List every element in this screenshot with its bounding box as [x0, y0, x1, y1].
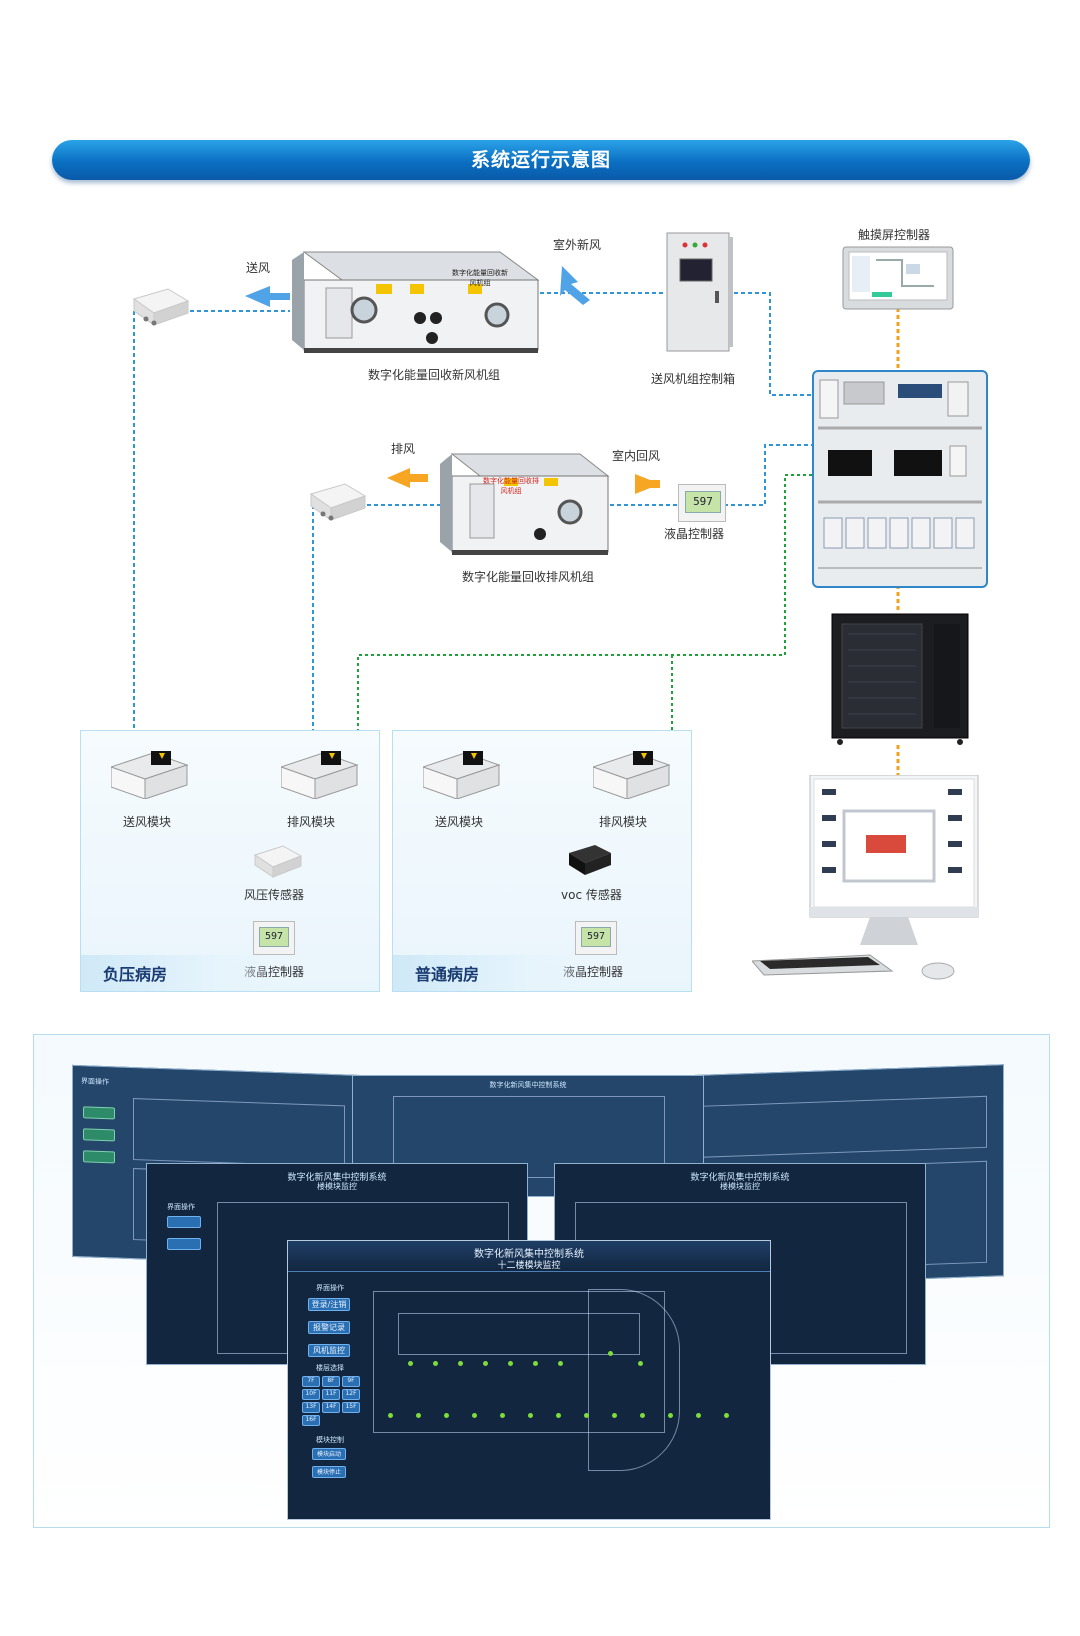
lcd-controller-device-1: 597 — [253, 921, 295, 955]
banner-title: 系统运行示意图 — [470, 149, 611, 171]
label-supply-module-2: 送风模块 — [435, 815, 484, 829]
front-menu-fan[interactable]: 风机监控 — [308, 1344, 350, 1357]
label-exhaust-module: 排风模块 — [287, 815, 336, 829]
floor-btn-2[interactable]: 8F — [322, 1376, 340, 1387]
front-menu-login[interactable]: 登录/注销 — [308, 1298, 350, 1311]
floor-btn-9[interactable]: 15F — [342, 1402, 360, 1413]
pressure-sensor-device-exhaust — [305, 480, 367, 524]
screens-showcase: 界面操作 数字化新风集中控制系统 数字化新风集中控制系统 楼模块监控 界面操作 … — [33, 1034, 1050, 1528]
module-stop-button[interactable]: 模块停止 — [312, 1466, 346, 1478]
title-banner: 系统运行示意图 — [52, 140, 1030, 180]
back-left-header: 界面操作 — [81, 1077, 109, 1087]
room-name-2: 普通病房 — [393, 955, 587, 991]
mid-left-subtitle: 楼模块监控 — [317, 1182, 357, 1191]
mid-right-title: 数字化新风集中控制系统 — [690, 1173, 790, 1183]
control-box-device — [665, 231, 734, 353]
lcd-top-display: 597 — [685, 491, 721, 513]
airflow-arrows — [245, 266, 660, 494]
module-start-button[interactable]: 模块启动 — [312, 1448, 346, 1460]
exhaust-module-device-2 — [591, 749, 673, 800]
floor-plan — [373, 1291, 665, 1433]
label-supply-module: 送风模块 — [123, 815, 172, 829]
label-exhaust-unit: 数字化能量回收排风机组 — [462, 570, 595, 584]
label-fresh-air-unit: 数字化能量回收新风机组 — [368, 368, 501, 382]
front-floor-header: 楼层选择 — [316, 1364, 344, 1372]
blue-lines — [133, 292, 812, 730]
fresh-unit-plate: 数字化能量回收新风机组 — [452, 269, 508, 287]
label-pressure-sensor: 风压传感器 — [244, 888, 305, 902]
exhaust-unit-device — [440, 448, 610, 563]
back-center-title: 数字化新风集中控制系统 — [489, 1081, 567, 1089]
lcd-display-2: 597 — [581, 927, 611, 947]
lcd-controller-device-top: 597 — [678, 484, 726, 522]
floor-btn-4[interactable]: 10F — [302, 1389, 320, 1400]
computer-device — [750, 774, 982, 1015]
label-touch-controller: 触摸屏控制器 — [858, 228, 931, 242]
floor-btn-1[interactable]: 7F — [302, 1376, 320, 1387]
floor-btn-7[interactable]: 13F — [302, 1402, 320, 1413]
pressure-sensor-device — [128, 285, 190, 329]
supply-module-device-2 — [421, 749, 503, 800]
front-title: 数字化新风集中控制系统 — [474, 1249, 584, 1260]
room-name-1: 负压病房 — [81, 955, 275, 991]
voc-sensor-device — [565, 841, 613, 879]
mid-left-title: 数字化新风集中控制系统 — [287, 1173, 387, 1183]
floor-btn-10[interactable]: 16F — [302, 1415, 320, 1426]
control-cabinet-device — [812, 370, 988, 588]
label-exhaust-air: 排风 — [391, 442, 416, 456]
floor-btn-5[interactable]: 11F — [322, 1389, 340, 1400]
front-menu-alarm[interactable]: 报警记录 — [308, 1321, 350, 1334]
touch-screen-device — [842, 246, 954, 310]
lcd-controller-device-2: 597 — [575, 921, 617, 955]
supply-module-device — [109, 749, 191, 800]
exhaust-module-device — [279, 749, 361, 800]
label-voc-sensor: voc 传感器 — [561, 888, 622, 902]
pressure-sensor-device-room — [251, 843, 303, 881]
mid-right-subtitle: 楼模块监控 — [720, 1182, 760, 1191]
front-menu-header: 界面操作 — [316, 1284, 344, 1292]
room-negative-pressure: 送风模块 排风模块 风压传感器 597 液晶控制器 负压病房 — [80, 730, 380, 992]
room-general: 送风模块 排风模块 voc 传感器 597 液晶控制器 普通病房 — [392, 730, 692, 992]
fresh-air-unit-device — [292, 240, 540, 355]
front-subtitle: 十二楼模块监控 — [497, 1261, 561, 1271]
server-rack-device — [830, 610, 970, 746]
lcd-display-1: 597 — [259, 927, 289, 947]
floor-btn-3[interactable]: 9F — [342, 1376, 360, 1387]
label-indoor-return-air: 室内回风 — [612, 449, 661, 463]
screen-front: 数字化新风集中控制系统 十二楼模块监控 界面操作 登录/注销 报警记录 风机监控… — [287, 1240, 771, 1520]
label-supply-control-box: 送风机组控制箱 — [651, 372, 736, 386]
label-supply-air: 送风 — [246, 261, 271, 275]
exhaust-unit-plate: 数字化能量回收排风机组 — [483, 477, 539, 495]
label-lcd-controller-top: 液晶控制器 — [664, 527, 725, 541]
label-outdoor-fresh-air: 室外新风 — [553, 238, 602, 252]
label-exhaust-module-2: 排风模块 — [599, 815, 648, 829]
front-module-header: 模块控制 — [316, 1436, 344, 1444]
floor-btn-8[interactable]: 14F — [322, 1402, 340, 1413]
floor-btn-6[interactable]: 12F — [342, 1389, 360, 1400]
mid-left-menu-header: 界面操作 — [167, 1203, 195, 1211]
